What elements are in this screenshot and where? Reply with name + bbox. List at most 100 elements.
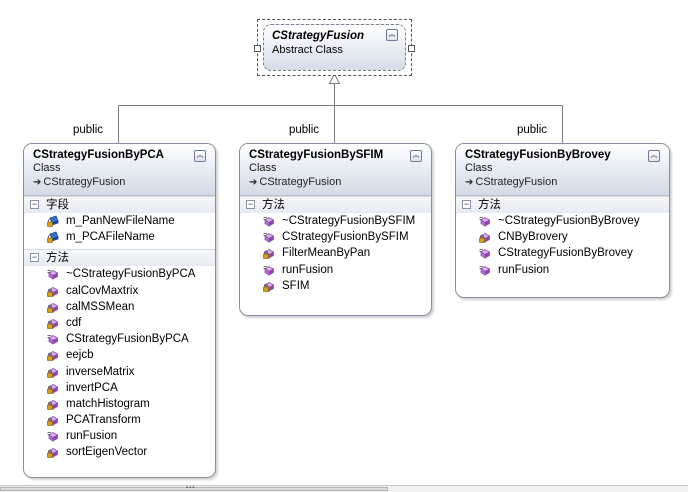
member-row[interactable]: m_PCAFileName — [24, 229, 215, 245]
member-name: CNByBrovery — [498, 231, 568, 244]
member-name: runFusion — [282, 263, 334, 276]
private-method-icon — [263, 247, 276, 260]
private-method-icon — [47, 301, 60, 313]
class-box-brovey[interactable]: CStrategyFusionByBrovey Class➔CStrategyFu… — [455, 143, 670, 298]
member-row[interactable]: ~CStrategyFusionByBrovey — [456, 213, 669, 229]
resize-handle-left[interactable] — [254, 45, 261, 52]
abstract-class-box[interactable]: CStrategyFusion Abstract Class ︽ — [263, 24, 406, 71]
member-row[interactable]: ~CStrategyFusionBySFIM — [240, 213, 431, 229]
class-name: CStrategyFusionByPCA — [33, 149, 164, 161]
member-name: m_PCAFileName — [66, 231, 155, 244]
member-row[interactable]: runFusion — [24, 428, 215, 444]
class-name: CStrategyFusionBySFIM — [249, 149, 384, 161]
member-name: SFIM — [282, 279, 310, 292]
collapse-minus-icon[interactable]: − — [30, 199, 39, 209]
inherits-arrow-icon: ➔ — [465, 177, 474, 188]
member-row[interactable]: matchHistogram — [24, 396, 215, 412]
member-name: invertPCA — [66, 381, 118, 394]
collapse-chevron-icon[interactable]: ︽ — [386, 29, 398, 41]
private-method-icon — [47, 414, 60, 426]
field-icon — [47, 231, 60, 243]
member-row[interactable]: calCovMaxtrix — [24, 283, 215, 299]
member-name: cdf — [66, 316, 82, 329]
base-class-label: ➔CStrategyFusion — [249, 175, 423, 190]
compartment-header[interactable]: −字段 — [24, 196, 215, 213]
compartment-header[interactable]: −方法 — [456, 196, 669, 213]
member-row[interactable]: sortEigenVector — [24, 444, 215, 460]
inheritance-arrowhead — [328, 72, 341, 84]
public-method-icon — [47, 333, 60, 345]
member-row[interactable]: SFIM — [240, 278, 431, 294]
member-name: ~CStrategyFusionByPCA — [66, 268, 196, 281]
member-row[interactable]: m_PanNewFileName — [24, 213, 215, 229]
member-name: CStrategyFusionByBrovey — [498, 247, 633, 260]
inherits-arrow-icon: ➔ — [249, 177, 258, 188]
member-name: ~CStrategyFusionBySFIM — [282, 215, 416, 227]
public-method-icon — [479, 215, 492, 227]
public-method-icon — [479, 264, 492, 276]
member-name: runFusion — [66, 430, 118, 443]
member-row[interactable]: inverseMatrix — [24, 364, 215, 380]
inheritance-label-sfim: public — [289, 124, 320, 136]
inherits-arrow-icon: ➔ — [33, 177, 42, 188]
member-row[interactable]: CStrategyFusionBySFIM — [240, 229, 431, 245]
public-method-icon — [47, 430, 60, 442]
private-method-icon — [47, 366, 60, 378]
member-row[interactable]: FilterMeanByPan — [240, 245, 431, 261]
class-kind: Class — [465, 162, 493, 174]
member-row[interactable]: CNByBrovery — [456, 229, 669, 245]
collapse-minus-icon[interactable]: − — [462, 199, 471, 209]
private-method-icon — [47, 317, 60, 329]
member-row[interactable]: invertPCA — [24, 380, 215, 396]
public-method-icon — [479, 247, 492, 260]
private-method-icon — [263, 280, 276, 292]
field-icon — [47, 215, 60, 227]
member-name: CStrategyFusionBySFIM — [282, 231, 409, 244]
collapse-chevron-icon[interactable]: ︽ — [648, 150, 660, 162]
compartment-title: 方法 — [262, 199, 285, 211]
compartment-title: 方法 — [46, 252, 69, 265]
private-method-icon — [47, 382, 60, 394]
member-row[interactable]: runFusion — [456, 262, 669, 278]
base-class-label: ➔CStrategyFusion — [465, 175, 661, 190]
member-name: eejcb — [66, 349, 94, 362]
public-method-icon — [263, 215, 276, 227]
member-name: calMSSMean — [66, 300, 135, 313]
member-row[interactable]: runFusion — [240, 262, 431, 278]
collapse-minus-icon[interactable]: − — [30, 252, 39, 263]
collapse-chevron-icon[interactable]: ︽ — [410, 150, 422, 162]
member-name: calCovMaxtrix — [66, 284, 139, 297]
compartment-title: 字段 — [46, 199, 69, 211]
member-name: ~CStrategyFusionByBrovey — [498, 215, 640, 227]
member-row[interactable]: cdf — [24, 315, 215, 331]
public-method-icon — [263, 264, 276, 276]
class-kind: Class — [249, 162, 277, 174]
abstract-class-selection-frame[interactable]: CStrategyFusion Abstract Class ︽ — [254, 19, 415, 76]
inheritance-label-pca: public — [73, 124, 104, 136]
base-class-name: CStrategyFusion — [43, 176, 126, 188]
member-name: matchHistogram — [66, 397, 150, 410]
compartment-header[interactable]: −方法 — [24, 249, 215, 267]
member-row[interactable]: CStrategyFusionByPCA — [24, 331, 215, 347]
member-row[interactable]: CStrategyFusionByBrovey — [456, 245, 669, 261]
member-row[interactable]: ~CStrategyFusionByPCA — [24, 266, 215, 282]
member-row[interactable]: calMSSMean — [24, 299, 215, 315]
member-name: sortEigenVector — [66, 446, 148, 459]
member-row[interactable]: PCATransform — [24, 412, 215, 428]
member-name: PCATransform — [66, 414, 141, 427]
member-name: m_PanNewFileName — [66, 215, 175, 227]
public-method-icon — [263, 231, 276, 243]
resize-handle-right[interactable] — [408, 45, 415, 52]
public-method-icon — [47, 268, 60, 281]
member-row[interactable]: eejcb — [24, 347, 215, 363]
compartment-header[interactable]: −方法 — [240, 196, 431, 213]
collapse-chevron-icon[interactable]: ︽ — [194, 150, 206, 162]
member-name: runFusion — [498, 263, 550, 276]
collapse-minus-icon[interactable]: − — [246, 199, 255, 209]
